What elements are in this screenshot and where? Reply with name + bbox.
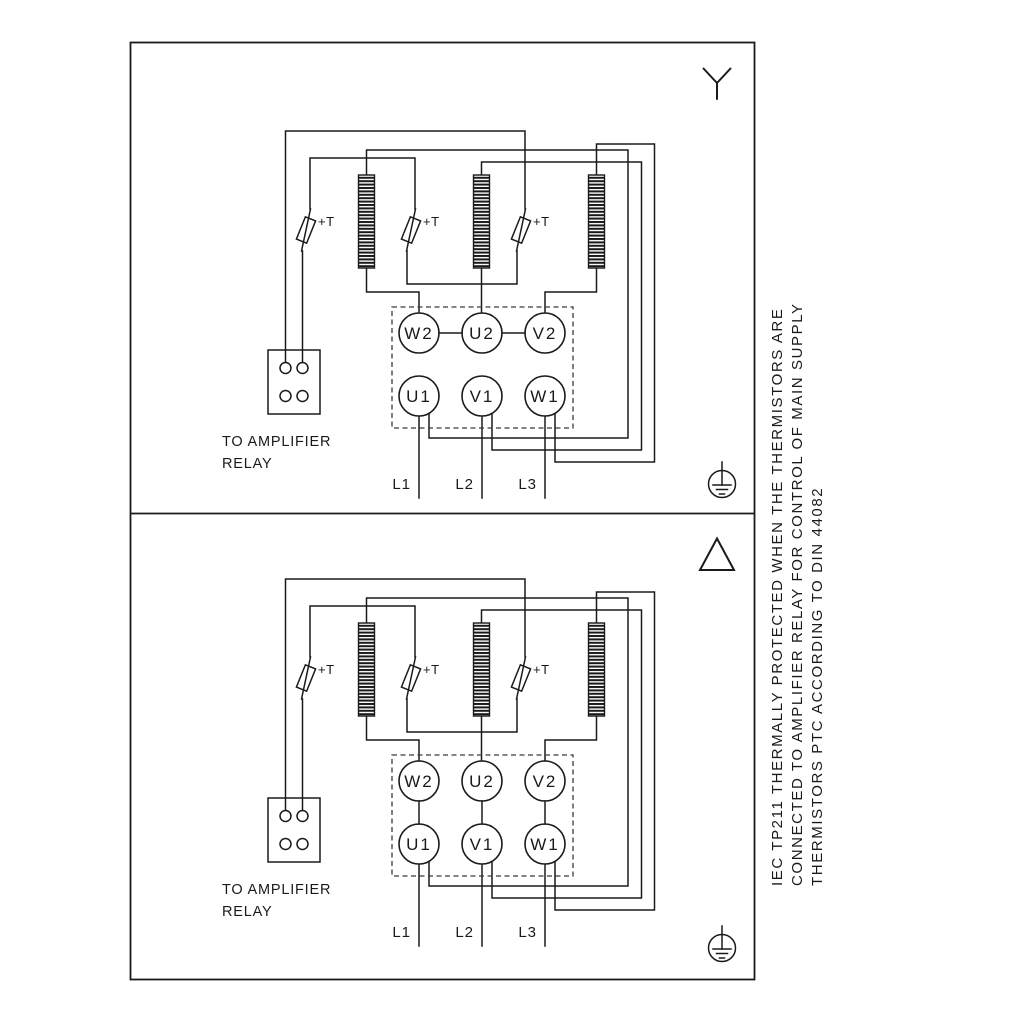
star-wiring xyxy=(222,131,655,498)
delta-wiring xyxy=(222,579,655,946)
star-section xyxy=(222,67,737,499)
delta-section xyxy=(222,536,737,963)
ground-icon xyxy=(707,461,737,499)
drawing-frame xyxy=(129,41,756,981)
side-note-line1: IEC TP211 THERMALLY PROTECTED WHEN THE T… xyxy=(769,308,786,886)
ground-icon xyxy=(707,925,737,963)
side-note-line2: CONNECTED TO AMPLIFIER RELAY FOR CONTROL… xyxy=(789,302,806,886)
star-icon xyxy=(702,67,732,100)
side-note-line3: THERMISTORS PTC ACCORDING TO DIN 44082 xyxy=(809,487,826,886)
side-note: IEC TP211 THERMALLY PROTECTED WHEN THE T… xyxy=(769,302,826,886)
delta-icon xyxy=(698,536,736,571)
